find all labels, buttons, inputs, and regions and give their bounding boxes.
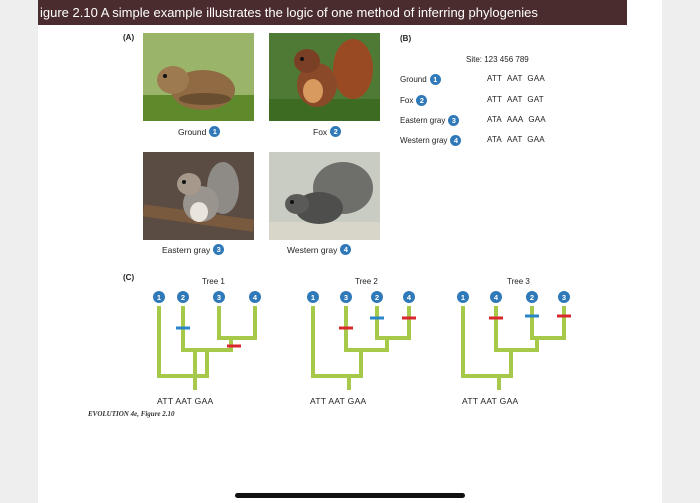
- photo-caption-fox-label: Fox: [313, 126, 328, 137]
- sequence-row-ground-codons: ATT AAT GAA: [487, 74, 545, 83]
- sequence-row-eastern-gray-name: Eastern gray 3: [400, 115, 460, 126]
- sequence-row-ground-label: Ground: [400, 75, 427, 84]
- tree-2-tip-1: 1: [311, 293, 315, 302]
- sequence-badge-3: 3: [448, 115, 460, 126]
- codon-4-2: AAT: [506, 135, 523, 144]
- sequence-row-fox-label: Fox: [400, 96, 414, 105]
- home-indicator-bar[interactable]: [235, 493, 465, 498]
- tree-1-label: Tree 1: [202, 277, 225, 286]
- codon-4-1: ATA: [487, 135, 502, 144]
- tree-3-label: Tree 3: [507, 277, 530, 286]
- codon-3-2: AAA: [506, 115, 524, 124]
- sequence-row-fox-codons: ATT AAT GAT: [487, 95, 544, 104]
- tree-3-root-sequence: ATT AAT GAA: [462, 396, 519, 406]
- species-badge-4: 4: [340, 244, 352, 255]
- ground-squirrel-photo: [143, 33, 254, 121]
- tree-3-tip-3: 2: [530, 293, 534, 302]
- codon-2-1: ATT: [487, 95, 503, 104]
- tree-1-diagram: 1 2 3 4: [153, 291, 261, 390]
- tree-3-tip-2: 4: [494, 293, 499, 302]
- species-badge-2: 2: [330, 126, 342, 137]
- panel-c-label: (C): [123, 273, 135, 282]
- sequence-row-western-gray-label: Western gray: [400, 136, 448, 145]
- tree-1-tip-4: 4: [253, 293, 258, 302]
- tree-3-tip-1: 1: [461, 293, 465, 302]
- codon-4-3: GAA: [527, 135, 545, 144]
- fox-squirrel-photo: [269, 33, 380, 121]
- tree-2-root-sequence: ATT AAT GAA: [310, 396, 367, 406]
- photo-caption-western-gray: Western gray 4: [287, 244, 352, 255]
- site-header: Site: 123 456 789: [466, 55, 529, 64]
- tree-1-tip-3: 3: [217, 293, 221, 302]
- photo-caption-ground: Ground 1: [178, 126, 221, 137]
- figure-page: igure 2.10 A simple example illustrates …: [38, 0, 662, 503]
- photo-caption-eastern-gray: Eastern gray 3: [162, 244, 225, 255]
- sequence-row-eastern-gray-label: Eastern gray: [400, 116, 446, 125]
- codon-3-3: GAA: [528, 115, 546, 124]
- tree-2-label: Tree 2: [355, 277, 378, 286]
- photo-caption-ground-label: Ground: [178, 126, 207, 137]
- sequence-row-fox-name: Fox 2: [400, 95, 428, 106]
- codon-2-3: GAT: [527, 95, 544, 104]
- sequence-row-western-gray-name: Western gray 4: [400, 135, 462, 146]
- sequence-badge-2: 2: [416, 95, 428, 106]
- sequence-row-eastern-gray-codons: ATA AAA GAA: [487, 115, 546, 124]
- tree-3-tip-4: 3: [562, 293, 566, 302]
- photo-caption-western-gray-label: Western gray: [287, 244, 338, 255]
- codon-1-3: GAA: [527, 74, 545, 83]
- species-badge-1: 1: [209, 126, 221, 137]
- tree-3-diagram: 1 4 2 3: [457, 291, 571, 390]
- photo-caption-fox: Fox 2: [313, 126, 342, 137]
- photo-caption-eastern-gray-label: Eastern gray: [162, 244, 211, 255]
- sequence-row-western-gray-codons: ATA AAT GAA: [487, 135, 545, 144]
- sequence-badge-4: 4: [450, 135, 462, 146]
- panel-a-label: (A): [123, 33, 135, 42]
- sequence-row-western-gray: Western gray 4 ATA AAT GAA: [400, 135, 570, 147]
- codon-3-1: ATA: [487, 115, 502, 124]
- tree-1-tip-1: 1: [157, 293, 161, 302]
- sequence-row-ground-name: Ground 1: [400, 74, 441, 85]
- tree-2-tip-4: 4: [407, 293, 412, 302]
- figure-title: igure 2.10 A simple example illustrates …: [38, 0, 627, 25]
- tree-1-root-sequence: ATT AAT GAA: [157, 396, 214, 406]
- tree-2-diagram: 1 3 2 4: [307, 291, 416, 390]
- figure-credit: EVOLUTION 4e, Figure 2.10: [88, 410, 175, 418]
- tree-1-tip-2: 2: [181, 293, 185, 302]
- panel-b-label: (B): [400, 34, 412, 43]
- western-gray-squirrel-photo: [269, 152, 380, 240]
- sequence-row-fox: Fox 2 ATT AAT GAT: [400, 95, 570, 107]
- sequence-badge-1: 1: [429, 74, 441, 85]
- sequence-row-eastern-gray: Eastern gray 3 ATA AAA GAA: [400, 115, 570, 127]
- tree-2-tip-3: 2: [375, 293, 379, 302]
- tree-2-tip-2: 3: [344, 293, 348, 302]
- eastern-gray-squirrel-photo: [143, 152, 254, 240]
- species-badge-3: 3: [213, 244, 225, 255]
- codon-2-2: AAT: [506, 95, 523, 104]
- codon-1-1: ATT: [487, 74, 503, 83]
- sequence-row-ground: Ground 1 ATT AAT GAA: [400, 74, 570, 86]
- codon-1-2: AAT: [506, 74, 523, 83]
